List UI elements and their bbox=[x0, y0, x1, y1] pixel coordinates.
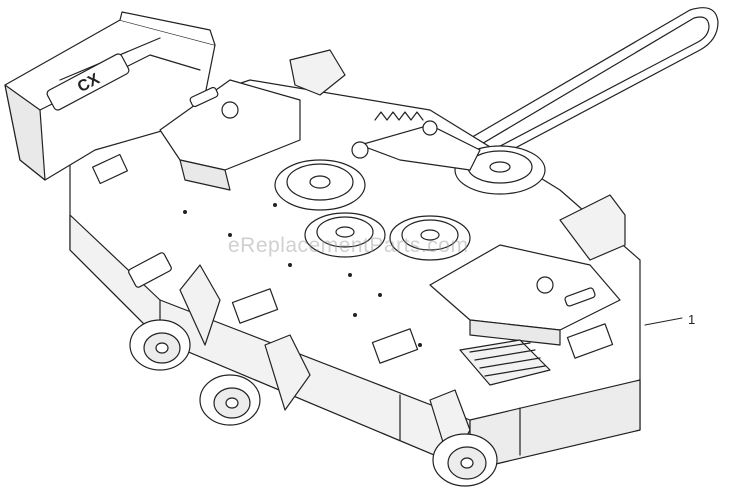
callout-number: 1 bbox=[688, 312, 696, 327]
top-mount-bracket bbox=[289, 49, 346, 96]
right-mount-bracket bbox=[559, 194, 626, 261]
wheel-bracket bbox=[264, 334, 311, 411]
idler-pulley bbox=[454, 145, 546, 195]
warning-decal bbox=[566, 323, 614, 359]
wheel-right bbox=[432, 433, 498, 487]
callout-leader-line bbox=[644, 317, 683, 326]
left-spindle-cover bbox=[159, 79, 301, 191]
wheel-center bbox=[199, 374, 261, 426]
pulley-right bbox=[389, 215, 471, 261]
warning-decal bbox=[371, 328, 419, 364]
wheel-bracket bbox=[179, 264, 221, 346]
warning-decal bbox=[92, 153, 128, 185]
warning-decal bbox=[231, 288, 279, 324]
wheel-left bbox=[129, 319, 191, 371]
tension-spring bbox=[374, 111, 424, 121]
side-logo bbox=[128, 252, 172, 288]
height-adjust-block bbox=[459, 339, 551, 386]
drive-belt bbox=[449, 7, 719, 173]
pulley-left bbox=[274, 159, 366, 211]
cx-logo: CX bbox=[46, 53, 130, 111]
idler-arm bbox=[351, 120, 481, 171]
pulley-center bbox=[304, 212, 386, 258]
right-spindle-cover bbox=[429, 244, 621, 346]
fasteners bbox=[183, 203, 422, 347]
